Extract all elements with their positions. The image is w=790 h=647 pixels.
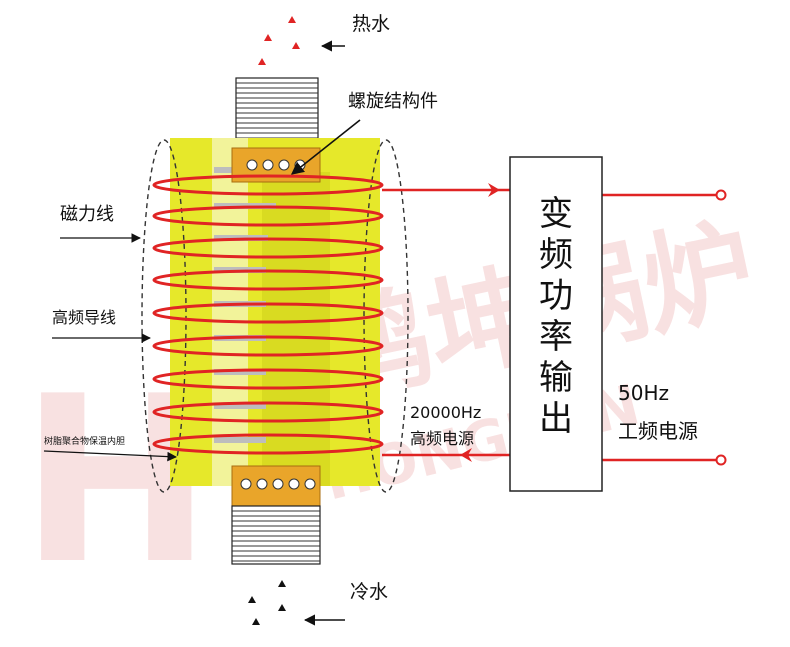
bottom-inlet-fins	[231, 505, 321, 565]
magnetic-field-right	[363, 139, 409, 493]
converter-char: 功	[539, 276, 573, 316]
cold-water-label: 冷水	[350, 581, 388, 603]
watermark: H 鸿坤锅炉 HONGKUN	[20, 204, 766, 615]
hf-supply-wires	[382, 188, 510, 457]
converter-char: 输	[539, 358, 573, 398]
mains-frequency: 50Hz	[618, 381, 669, 405]
mains-terminal-bottom	[715, 454, 727, 466]
heater-body	[170, 138, 380, 486]
mains-wires	[602, 193, 716, 462]
resin-liner-arrow	[43, 450, 177, 462]
spiral-structure-pointer	[290, 119, 361, 175]
frequency-converter-box	[509, 156, 603, 492]
spiral-structure-label: 螺旋结构件	[348, 91, 438, 112]
hf-power-label: 高频电源	[410, 429, 474, 448]
hf-wire-label: 高频导线	[52, 308, 116, 327]
high-frequency-coil	[152, 174, 384, 455]
cold-water-particles	[248, 580, 286, 625]
bottom-spiral-plate	[231, 465, 321, 507]
converter-char: 出	[539, 399, 573, 439]
converter-title: 变 频 功 率 输 出	[539, 194, 573, 439]
hf-wire-arrowhead-in	[460, 448, 472, 462]
hot-water-label: 热水	[352, 13, 390, 35]
converter-char: 率	[539, 317, 573, 357]
resin-liner-label: 树脂聚合物保温内胆	[44, 435, 125, 447]
hf-wire-arrowhead-out	[488, 183, 500, 197]
converter-char: 变	[539, 194, 573, 234]
mains-terminal-top	[715, 189, 727, 201]
magnetic-field-left	[141, 139, 187, 493]
hf-power-frequency: 20000Hz	[410, 403, 481, 422]
hot-water-particles	[258, 16, 300, 65]
mains-power-label: 工频电源	[618, 419, 698, 443]
converter-char: 频	[539, 235, 573, 275]
magnetic-lines-label: 磁力线	[60, 204, 114, 225]
